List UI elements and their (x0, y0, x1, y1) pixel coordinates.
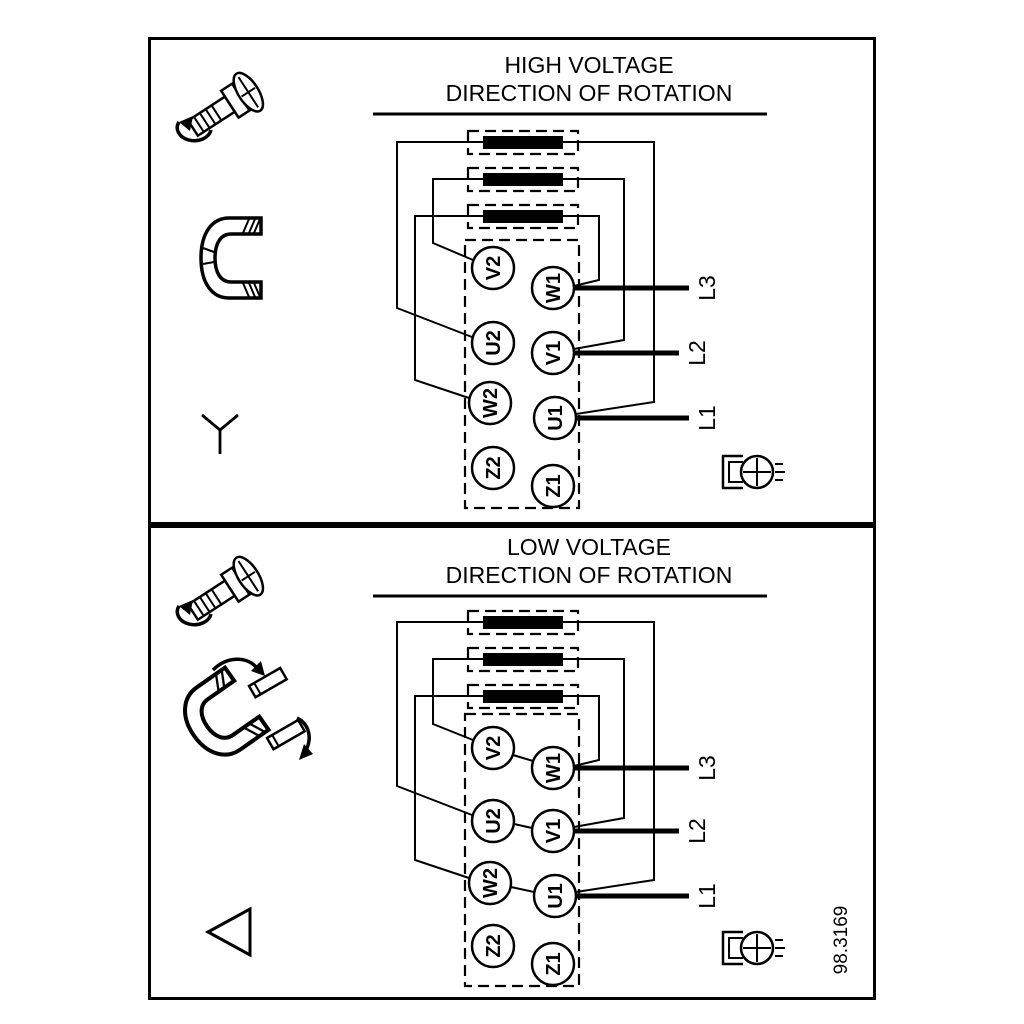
terminal-screw-icon (721, 930, 785, 966)
terminal-label-u1: U1 (545, 883, 567, 909)
terminal-block-outline (463, 712, 581, 988)
terminal-u1: U1 (532, 395, 578, 441)
terminal-label-w1: W1 (543, 753, 565, 783)
low-voltage-panel: LOW VOLTAGE DIRECTION OF ROTATION (148, 525, 876, 1000)
supply-line-label-l2: L2 (684, 340, 710, 366)
panel-title-line2: DIRECTION OF ROTATION (446, 562, 733, 588)
supply-line-l2: L2 (575, 818, 710, 844)
panel-title-line2: DIRECTION OF ROTATION (446, 80, 733, 106)
low-voltage-diagram: LOW VOLTAGE DIRECTION OF ROTATION (175, 534, 852, 988)
terminal-v2: V2 (470, 725, 516, 771)
high-voltage-diagram: HIGH VOLTAGE DIRECTION OF ROTATION (175, 52, 785, 510)
terminal-w2: W2 (467, 860, 513, 906)
terminal-label-w1: W1 (543, 273, 565, 303)
terminal-v1: V1 (530, 808, 576, 854)
terminal-v1: V1 (530, 330, 576, 376)
supply-line-label-l2: L2 (684, 818, 710, 844)
screw-rotation-icon (175, 71, 265, 143)
terminal-w2: W2 (467, 380, 513, 426)
supply-line-l1: L1 (577, 405, 720, 431)
terminal-u2: U2 (470, 798, 516, 844)
terminal-z1: Z1 (530, 941, 576, 987)
terminal-label-z2: Z2 (483, 456, 505, 479)
jumper-link-icon (199, 216, 263, 300)
panel-title-line1: LOW VOLTAGE (507, 534, 671, 560)
terminal-label-z1: Z1 (543, 952, 565, 975)
terminal-label-u2: U2 (483, 330, 505, 356)
terminal-screw-icon (721, 454, 785, 490)
terminal-v2: V2 (470, 245, 516, 291)
link-bars (466, 129, 580, 230)
terminal-label-z2: Z2 (483, 934, 505, 957)
supply-line-label-l1: L1 (694, 883, 720, 909)
terminal-label-z1: Z1 (543, 474, 565, 497)
terminal-label-v1: V1 (543, 819, 565, 843)
terminal-u1: U1 (532, 873, 578, 919)
terminal-label-v2: V2 (483, 256, 505, 280)
jumper-wires (396, 621, 655, 893)
terminal-z1: Z1 (530, 463, 576, 509)
terminal-label-u2: U2 (483, 808, 505, 834)
supply-line-l2: L2 (575, 340, 710, 366)
high-voltage-panel: HIGH VOLTAGE DIRECTION OF ROTATION (148, 37, 876, 525)
supply-line-label-l3: L3 (694, 755, 720, 781)
drawing-number: 98.3169 (831, 906, 852, 975)
link-reposition-icon (183, 657, 313, 760)
terminal-label-u1: U1 (545, 405, 567, 431)
terminal-z2: Z2 (470, 445, 516, 491)
terminal-w1: W1 (530, 745, 576, 791)
terminal-z2: Z2 (470, 923, 516, 969)
terminal-block-outline (463, 238, 581, 510)
panel-title-line1: HIGH VOLTAGE (504, 52, 673, 78)
delta-bridge-wires (510, 754, 535, 893)
star-connection-symbol (201, 413, 239, 454)
supply-line-l3: L3 (575, 275, 720, 301)
terminal-label-v2: V2 (483, 736, 505, 760)
supply-line-l3: L3 (575, 755, 720, 781)
terminal-u2: U2 (470, 320, 516, 366)
terminal-label-w2: W2 (480, 388, 502, 418)
link-bars (466, 609, 580, 710)
terminal-label-w2: W2 (480, 868, 502, 898)
supply-line-label-l1: L1 (694, 405, 720, 431)
delta-connection-symbol (204, 906, 252, 958)
terminal-label-v1: V1 (543, 341, 565, 365)
supply-line-l1: L1 (577, 883, 720, 909)
screw-rotation-icon (175, 555, 265, 627)
supply-line-label-l3: L3 (694, 275, 720, 301)
jumper-wires (396, 141, 655, 415)
terminal-w1: W1 (530, 265, 576, 311)
